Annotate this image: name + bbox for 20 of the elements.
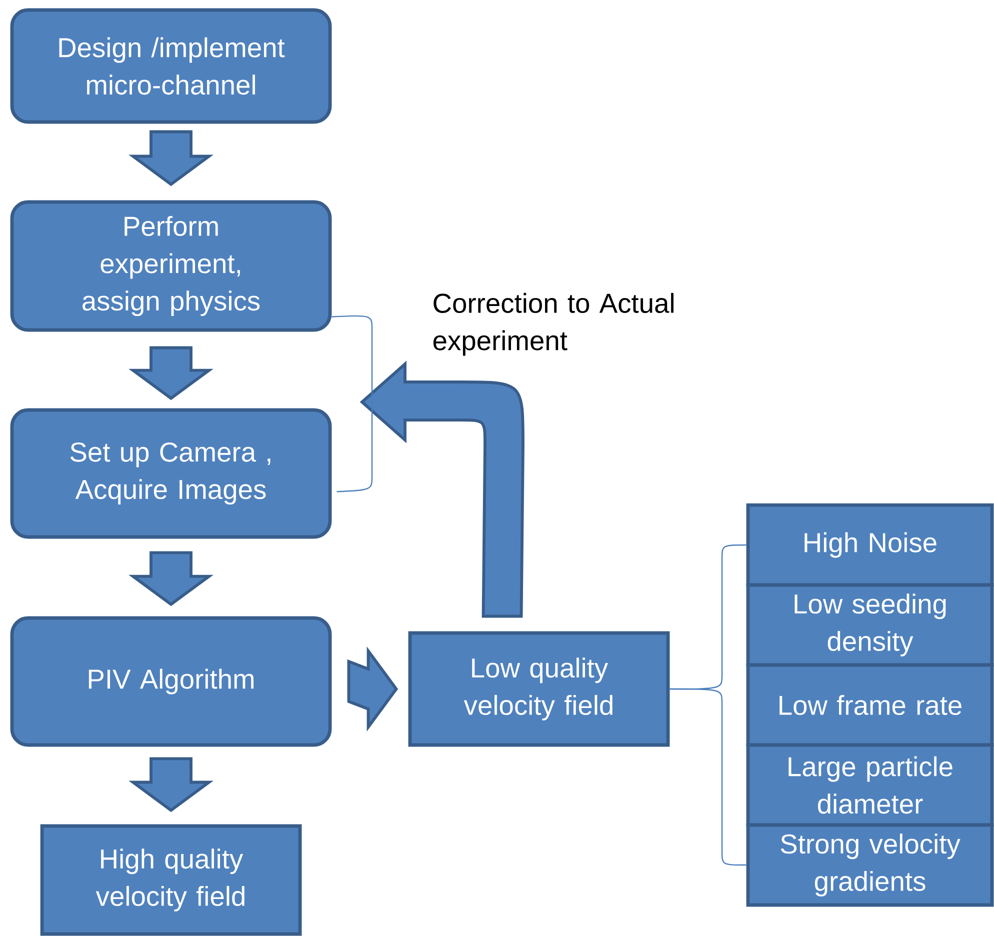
cause-box: High Noise [746, 503, 994, 587]
cause-box: Low frame rate [746, 663, 994, 747]
process-box: PIV Algorithm [10, 616, 332, 747]
block-arrow [128, 346, 214, 400]
edge-label: Correction to Actual experiment [433, 292, 674, 356]
process-box: Design /implement micro-channel [10, 8, 332, 124]
curved-block-arrow [360, 362, 524, 618]
result-box: Low quality velocity field [408, 631, 670, 747]
process-box: Set up Camera , Acquire Images [10, 408, 332, 539]
block-arrow [128, 551, 214, 606]
bracket-line [332, 315, 373, 492]
block-arrow [128, 130, 214, 186]
cause-box: Large particle diameter [746, 743, 994, 827]
cause-box: Low seeding density [746, 583, 994, 667]
block-arrow [128, 757, 214, 812]
bracket-line [670, 688, 746, 866]
result-box: High quality velocity field [40, 824, 302, 936]
block-arrow [347, 646, 398, 732]
cause-box: Strong velocity gradients [746, 823, 994, 907]
process-box: Perform experiment, assign physics [10, 200, 332, 332]
